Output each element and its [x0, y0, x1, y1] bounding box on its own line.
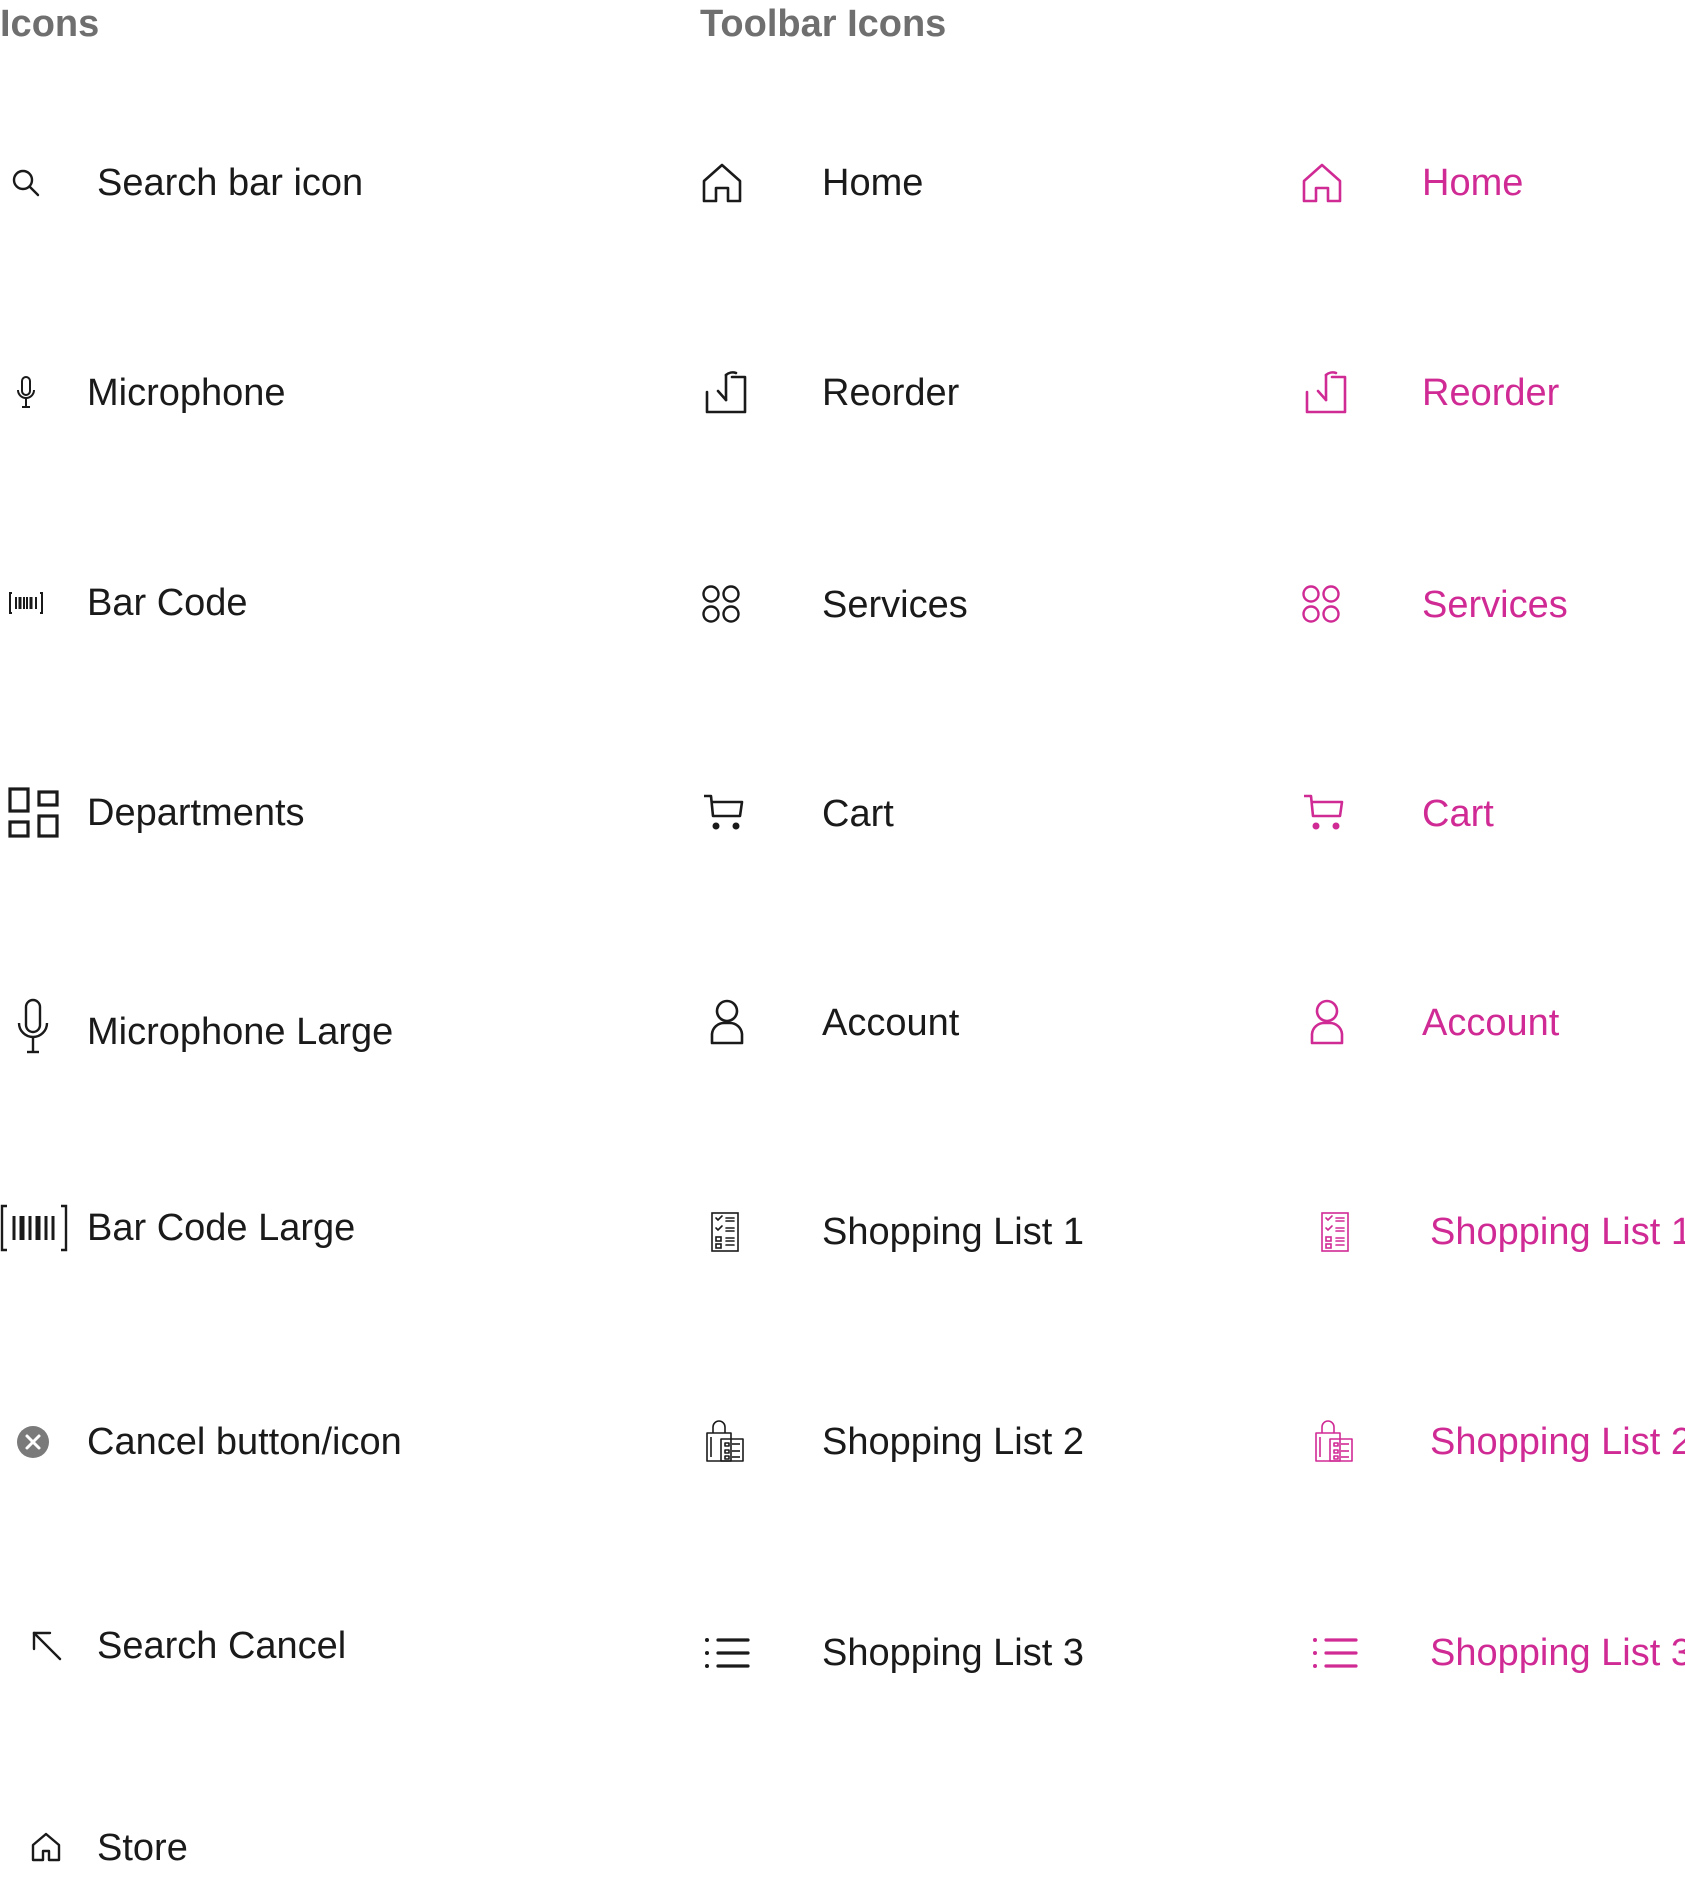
toolbar-label: Home — [1422, 162, 1524, 204]
toolbar-label: Cart — [822, 793, 894, 835]
toolbar-item-services-active[interactable]: Services — [1300, 565, 1685, 645]
checklist-icon — [708, 1210, 742, 1254]
icon-row-microphone-large: Microphone Large — [0, 992, 600, 1072]
toolbar-label: Reorder — [822, 372, 960, 414]
search-icon — [6, 165, 46, 201]
toolbar-item-cart[interactable]: Cart — [700, 774, 1260, 854]
toolbar-label: Account — [1422, 1002, 1560, 1044]
reorder-icon — [703, 369, 749, 417]
icon-label: Cancel button/icon — [87, 1421, 402, 1463]
cart-icon — [701, 791, 745, 835]
icon-label: Microphone Large — [87, 1011, 394, 1053]
icon-label: Search bar icon — [97, 162, 364, 204]
home-icon — [700, 161, 744, 205]
bulleted-list-icon — [704, 1635, 750, 1671]
toolbar-item-reorder-active[interactable]: Reorder — [1300, 353, 1685, 433]
icon-label: Bar Code Large — [87, 1207, 356, 1249]
icon-label: Store — [97, 1827, 188, 1869]
toolbar-item-home[interactable]: Home — [700, 143, 1260, 223]
icon-label: Search Cancel — [97, 1625, 347, 1667]
toolbar-item-shopping-list-3[interactable]: Shopping List 3 — [700, 1613, 1260, 1693]
toolbar-label: Cart — [1422, 793, 1494, 835]
services-icon — [700, 583, 742, 625]
home-icon — [1300, 161, 1344, 205]
toolbar-item-shopping-list-2-active[interactable]: Shopping List 2 — [1300, 1402, 1685, 1482]
reorder-icon — [1303, 369, 1349, 417]
toolbar-item-reorder[interactable]: Reorder — [700, 353, 1260, 433]
shopping-bag-list-icon — [1312, 1420, 1356, 1464]
icon-label: Departments — [87, 792, 305, 834]
toolbar-label: Services — [822, 584, 968, 626]
icons-heading: Icons — [0, 3, 100, 45]
toolbar-label: Services — [1422, 584, 1568, 626]
barcode-icon — [6, 585, 46, 621]
shopping-bag-list-icon — [703, 1420, 747, 1464]
icon-label: Bar Code — [87, 582, 248, 624]
microphone-icon — [8, 373, 44, 413]
checklist-icon — [1318, 1210, 1352, 1254]
toolbar-item-shopping-list-1-active[interactable]: Shopping List 1 — [1300, 1192, 1685, 1272]
toolbar-item-account-active[interactable]: Account — [1300, 983, 1685, 1063]
toolbar-item-shopping-list-1[interactable]: Shopping List 1 — [700, 1192, 1260, 1272]
icon-row-barcode: Bar Code — [0, 563, 600, 643]
account-icon — [707, 997, 747, 1047]
toolbar-item-shopping-list-3-active[interactable]: Shopping List 3 — [1300, 1613, 1685, 1693]
arrow-up-left-icon[interactable] — [26, 1626, 68, 1666]
toolbar-item-services[interactable]: Services — [700, 565, 1260, 645]
toolbar-label: Shopping List 1 — [1430, 1211, 1685, 1253]
store-icon — [28, 1830, 64, 1864]
icon-row-store: Store — [0, 1808, 600, 1888]
bulleted-list-icon — [1312, 1635, 1358, 1671]
icon-row-search: Search bar icon — [0, 143, 600, 223]
toolbar-item-home-active[interactable]: Home — [1300, 143, 1685, 223]
toolbar-label: Shopping List 2 — [1430, 1421, 1685, 1463]
account-icon — [1307, 997, 1347, 1047]
icon-row-microphone: Microphone — [0, 353, 600, 433]
toolbar-item-cart-active[interactable]: Cart — [1300, 774, 1685, 854]
icon-row-cancel: Cancel button/icon — [0, 1402, 600, 1482]
barcode-large-icon — [0, 1202, 68, 1254]
toolbar-item-shopping-list-2[interactable]: Shopping List 2 — [700, 1402, 1260, 1482]
toolbar-label: Shopping List 1 — [822, 1211, 1084, 1253]
toolbar-icons-heading: Toolbar Icons — [700, 3, 947, 45]
toolbar-item-account[interactable]: Account — [700, 983, 1260, 1063]
cart-icon — [1301, 791, 1345, 835]
toolbar-label: Shopping List 3 — [822, 1632, 1084, 1674]
cancel-circle-icon[interactable] — [14, 1424, 52, 1460]
microphone-large-icon — [12, 996, 54, 1058]
toolbar-label: Shopping List 3 — [1430, 1632, 1685, 1674]
toolbar-label: Account — [822, 1002, 960, 1044]
icon-row-search-cancel: Search Cancel — [0, 1606, 600, 1686]
icon-row-barcode-large: Bar Code Large — [0, 1188, 600, 1268]
icon-row-departments: Departments — [0, 773, 600, 853]
toolbar-label: Reorder — [1422, 372, 1560, 414]
toolbar-label: Shopping List 2 — [822, 1421, 1084, 1463]
services-icon — [1300, 583, 1342, 625]
toolbar-label: Home — [822, 162, 924, 204]
departments-grid-icon — [6, 785, 62, 841]
icon-label: Microphone — [87, 372, 286, 414]
